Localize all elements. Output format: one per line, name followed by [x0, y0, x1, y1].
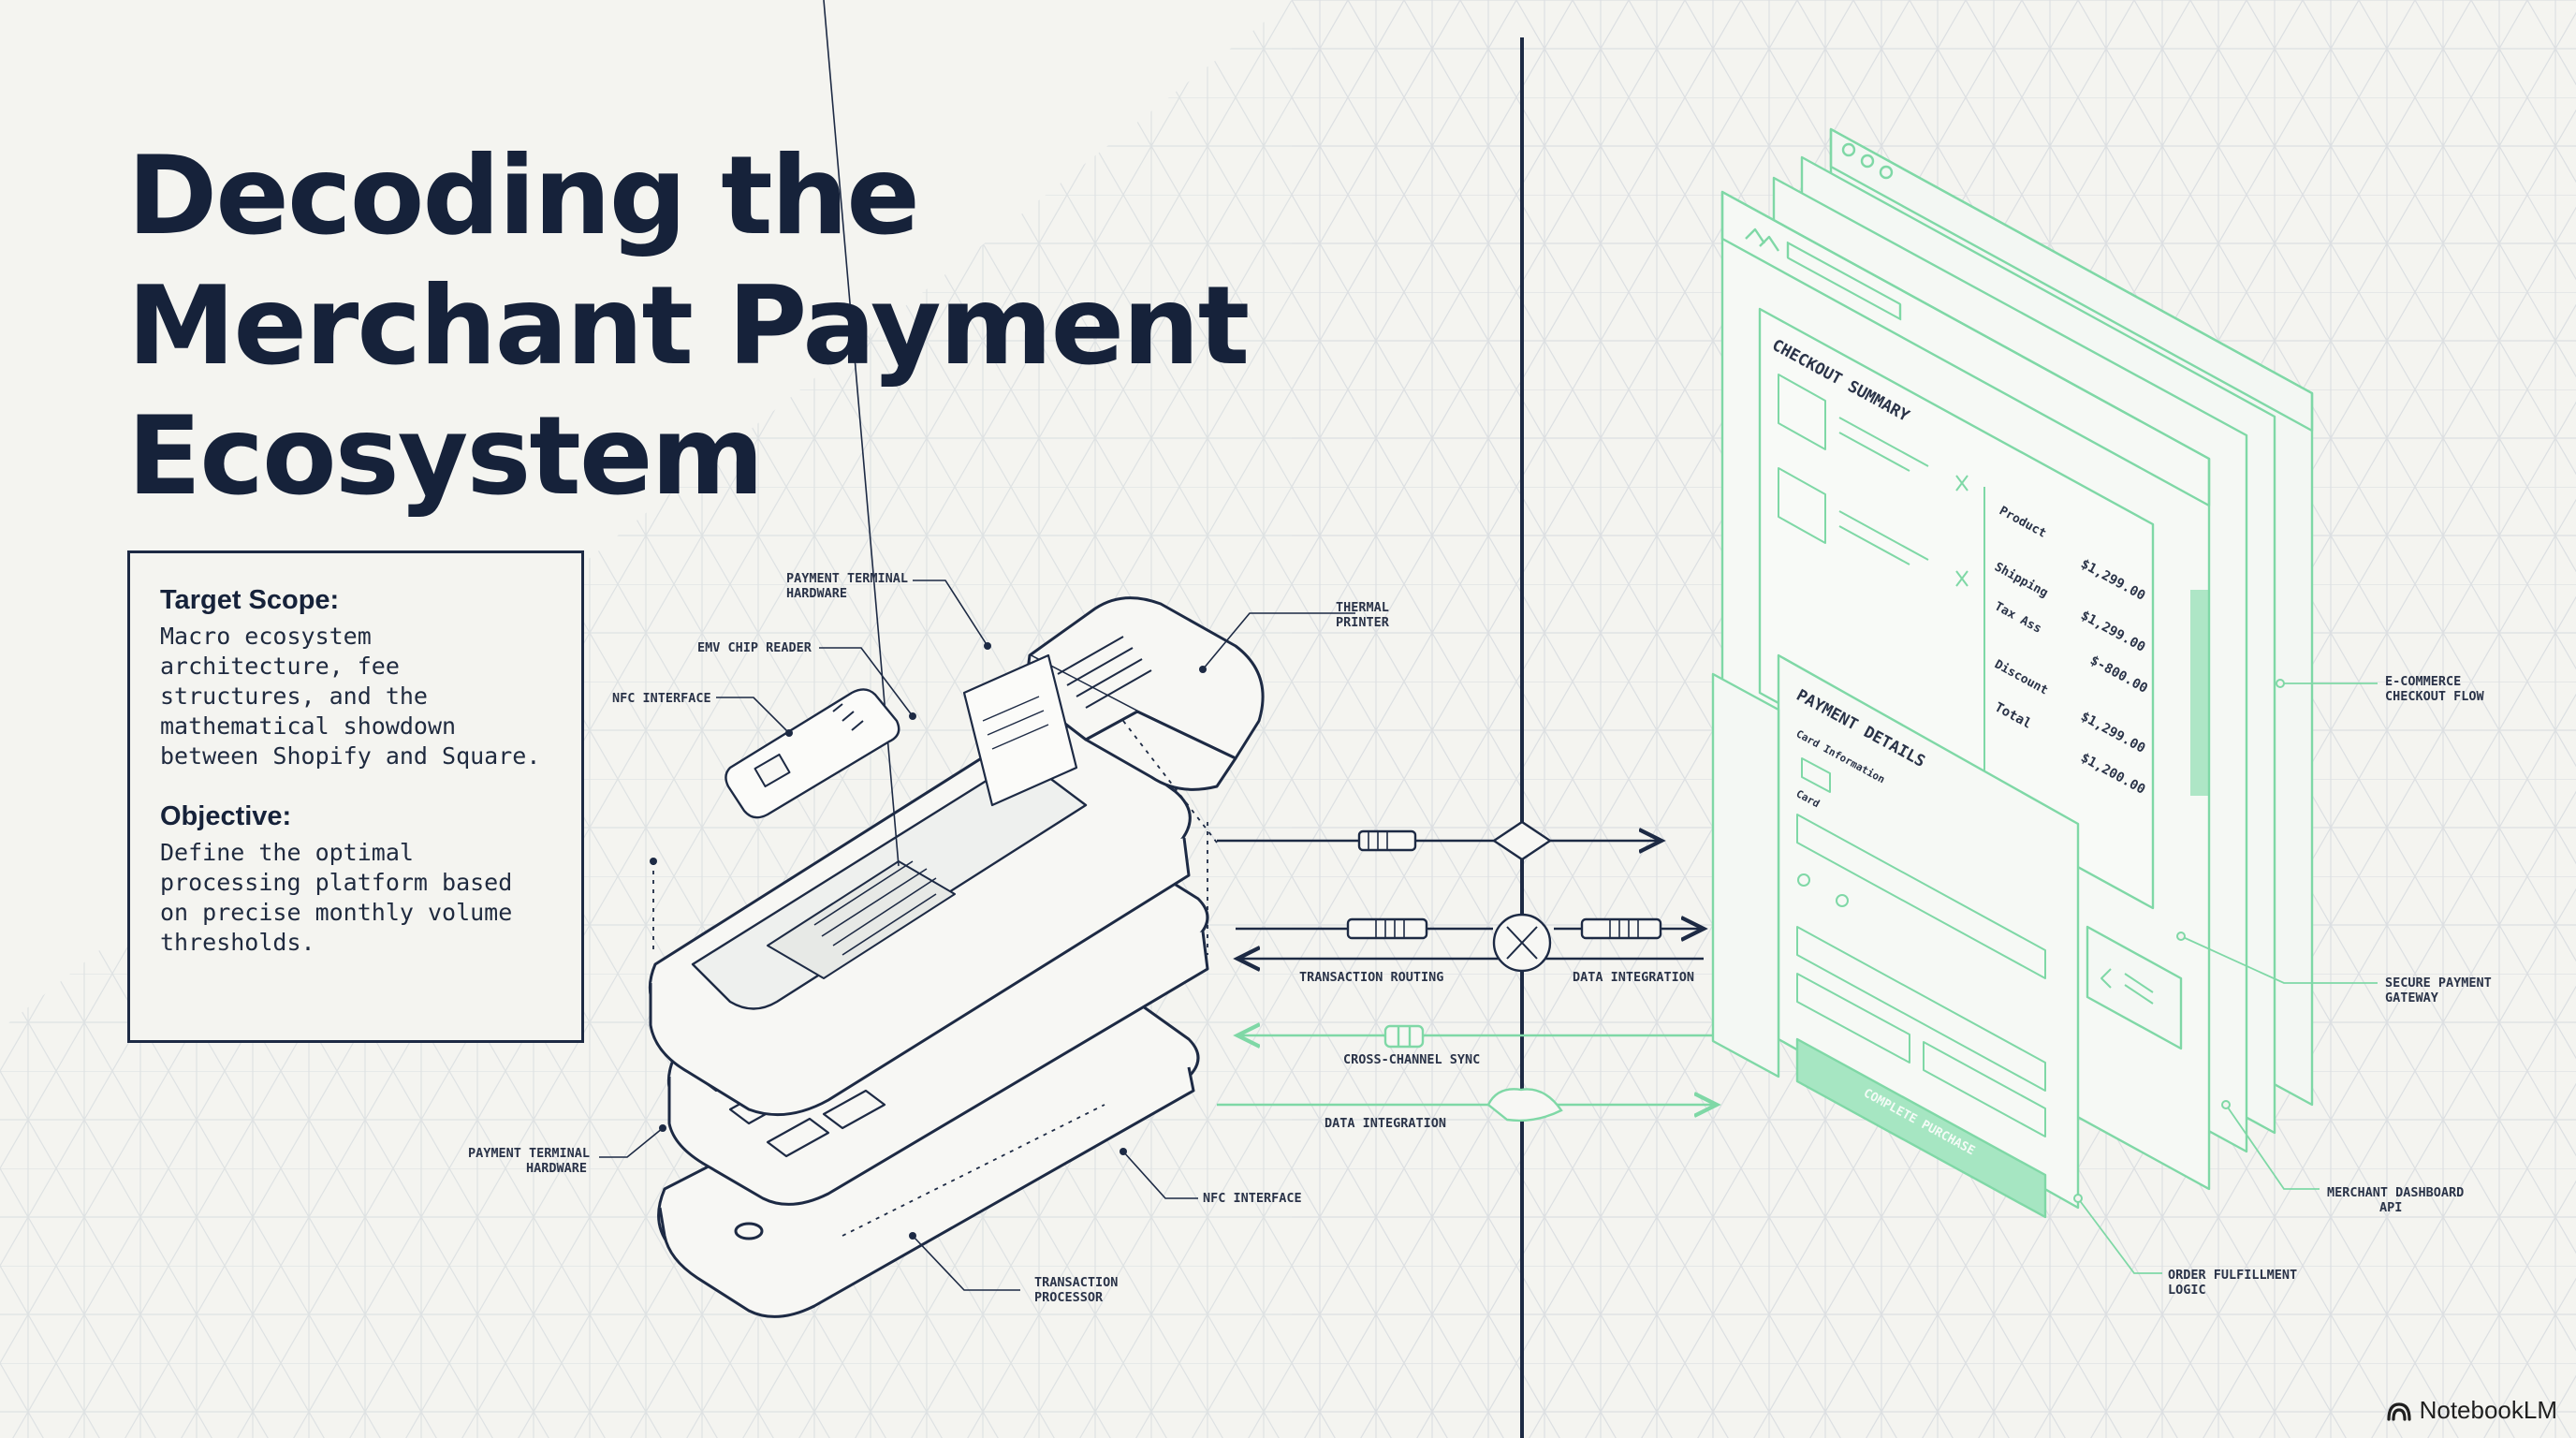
label-nfc-interface-bottom: NFC INTERFACE [1203, 1191, 1302, 1206]
payment-terminal-illustration [648, 0, 1265, 1318]
label-cross-channel-sync: CROSS-CHANNEL SYNC [1343, 1052, 1480, 1067]
ecommerce-callout-lines [2077, 682, 2378, 1274]
label-ecommerce-checkout-flow-1: E-COMMERCE [2385, 674, 2461, 689]
label-nfc-interface-top: NFC INTERFACE [612, 691, 711, 706]
target-scope-heading: Target Scope: [160, 585, 340, 615]
label-transaction-routing: TRANSACTION ROUTING [1299, 970, 1443, 985]
label-data-integration-right: DATA INTEGRATION [1573, 970, 1694, 985]
label-thermal-printer-2: PRINTER [1336, 615, 1390, 630]
hardware-callout-dots [650, 642, 1207, 1240]
title-line-1: Decoding the [127, 133, 920, 259]
hardware-callout-lines [599, 580, 1355, 1291]
notebooklm-logo-icon [2386, 1401, 2411, 1421]
flow-connector-components [1346, 820, 1662, 973]
title-line-2: Merchant Payment [127, 263, 1250, 389]
notebooklm-brand: NotebookLM [2386, 1396, 2557, 1425]
label-terminal-hardware-top-1: PAYMENT TERMINAL [786, 571, 908, 586]
label-order-fulfillment-1: ORDER FULFILLMENT [2168, 1268, 2297, 1283]
label-terminal-hardware-top-2: HARDWARE [786, 586, 847, 601]
ecommerce-callout-dots [2073, 679, 2285, 1203]
label-thermal-printer-1: THERMAL [1336, 600, 1389, 615]
scope-objective-box: Target Scope: Macro ecosystem architectu… [127, 550, 584, 1043]
label-transaction-processor-1: TRANSACTION [1034, 1275, 1118, 1290]
label-secure-payment-gateway-1: SECURE PAYMENT [2385, 976, 2492, 990]
label-merchant-dashboard-1: MERCHANT DASHBOARD [2327, 1185, 2464, 1200]
label-order-fulfillment-2: LOGIC [2168, 1283, 2206, 1298]
label-data-integration-bottom: DATA INTEGRATION [1325, 1116, 1446, 1131]
cross-channel-components [1383, 1024, 1563, 1123]
label-terminal-hardware-bottom-1: PAYMENT TERMINAL [468, 1146, 590, 1161]
label-merchant-dashboard-2: API [2379, 1200, 2402, 1215]
ecommerce-illustration [1711, 127, 2314, 1219]
title-line-3: Ecosystem [127, 393, 764, 520]
label-secure-payment-gateway-2: GATEWAY [2385, 990, 2439, 1005]
label-terminal-hardware-bottom-2: HARDWARE [526, 1161, 587, 1176]
objective-heading: Objective: [160, 801, 292, 831]
target-scope-text: Macro ecosystem architecture, fee struct… [160, 623, 541, 770]
label-ecommerce-checkout-flow-2: CHECKOUT FLOW [2385, 689, 2485, 704]
brand-name: NotebookLM [2419, 1396, 2557, 1424]
page-title: Decoding the Merchant Payment Ecosystem [127, 131, 1250, 521]
label-emv-chip-reader: EMV CHIP READER [697, 640, 812, 655]
label-transaction-processor-2: PROCESSOR [1034, 1290, 1104, 1305]
objective-text: Define the optimal processing platform b… [160, 839, 513, 956]
